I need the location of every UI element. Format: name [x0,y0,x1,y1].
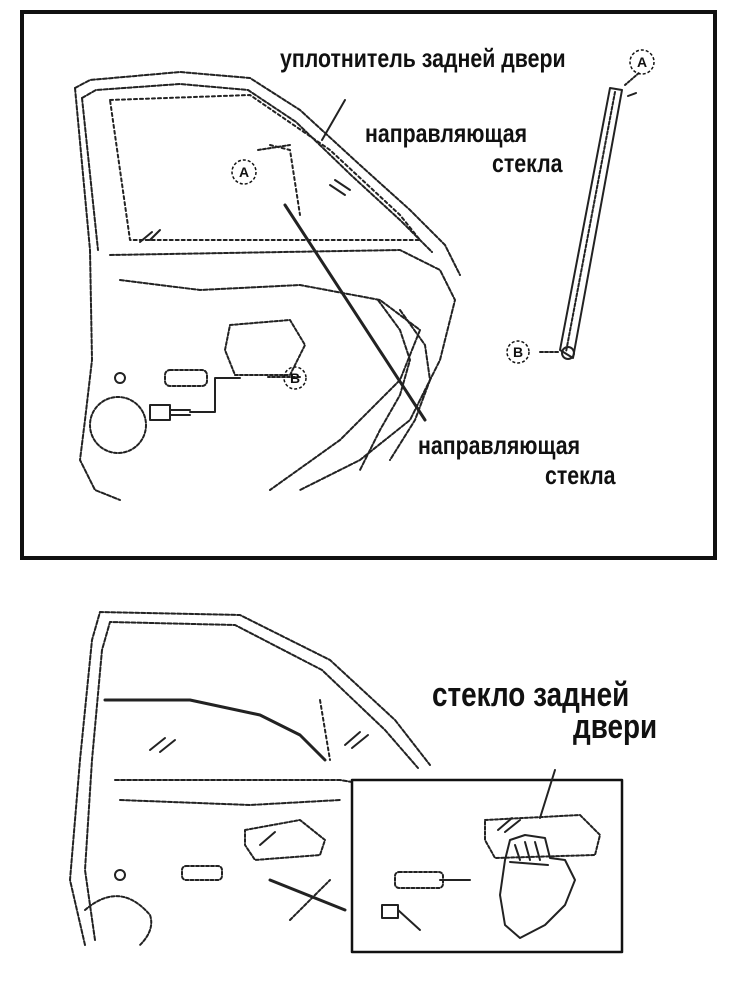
hand-holding-glass [499,834,576,939]
marker-a-part: A [629,49,655,75]
svg-text:A: A [637,54,647,70]
top-diagram-panel [20,10,717,560]
svg-text:B: B [290,370,300,386]
door-inner-panel [89,249,456,491]
guide-pointer-line [283,203,427,422]
seal-label: уплотнитель задней двери [280,43,566,73]
rear-glass-label-line2: двери [573,708,658,746]
upper-guide-label-line1: направляющая [365,118,528,148]
upper-guide-label-line2: стекла [492,148,563,178]
rear-door-frame [74,71,461,501]
marker-b-part: B [506,340,530,364]
inset-detail-box [350,769,624,954]
seal-pointer-line [321,99,346,141]
bottom-door-inner [84,819,347,946]
door-window-glass [109,94,421,243]
svg-text:B: B [513,344,523,360]
bottom-door-frame [69,611,431,946]
lower-guide-label-line1: направляющая [418,430,581,460]
svg-text:A: A [239,164,249,180]
marker-b-door: B [283,366,307,390]
lower-guide-label-line2: стекла [545,460,616,490]
rear-glass-label-line1: стекло задней [432,676,630,714]
glass-guide-part [539,71,641,360]
marker-a-door: A [231,159,257,185]
glass-pointer-line [539,769,556,819]
